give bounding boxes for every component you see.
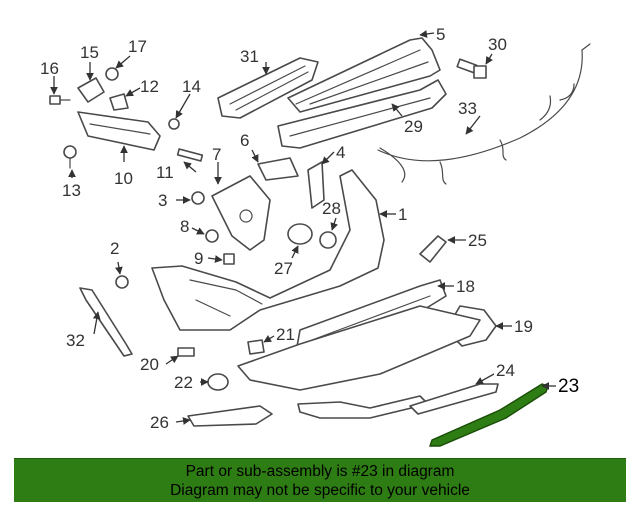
lower-diffuser-shape (237, 305, 481, 391)
callout-19[interactable]: 19 (514, 317, 533, 336)
part-1-shape[interactable] (151, 169, 385, 331)
callout-26[interactable]: 26 (150, 413, 169, 432)
part-30-shape[interactable] (456, 58, 487, 79)
callout-5[interactable]: 5 (436, 25, 445, 44)
part-22-shape[interactable] (207, 373, 229, 391)
part-27-shape[interactable] (287, 223, 313, 245)
callout-31[interactable]: 31 (240, 47, 259, 66)
part-17-shape[interactable] (105, 67, 119, 81)
part-9-shape[interactable] (223, 253, 235, 265)
callout-23-highlighted[interactable]: 23 (558, 376, 579, 397)
part-26-shape[interactable] (187, 405, 273, 427)
callout-6[interactable]: 6 (240, 131, 249, 150)
callout-12[interactable]: 12 (140, 77, 159, 96)
banner-line-part-reference: Part or sub-assembly is #23 in diagram (185, 463, 455, 480)
callout-24[interactable]: 24 (496, 361, 515, 380)
callout-3[interactable]: 3 (158, 191, 167, 210)
callout-15[interactable]: 15 (80, 43, 99, 62)
part-2-shape[interactable] (115, 275, 129, 289)
callout-30[interactable]: 30 (488, 35, 507, 54)
part-7-shape[interactable] (211, 175, 271, 251)
callout-16[interactable]: 16 (40, 59, 59, 78)
callout-22[interactable]: 22 (174, 373, 193, 392)
part-23-highlighted-shape[interactable] (429, 383, 549, 447)
callout-2[interactable]: 2 (110, 239, 119, 258)
callout-33[interactable]: 33 (458, 99, 477, 118)
callout-20[interactable]: 20 (140, 355, 159, 374)
callout-14[interactable]: 14 (182, 77, 201, 96)
callout-8[interactable]: 8 (180, 217, 189, 236)
lower-trim-shape (297, 395, 429, 419)
part-11-shape[interactable] (176, 148, 204, 162)
part-33-shape[interactable] (377, 43, 591, 185)
part-8-shape[interactable] (205, 229, 219, 243)
part-15-shape[interactable] (77, 77, 105, 103)
part-20-shape[interactable] (177, 347, 195, 357)
banner-line-disclaimer: Diagram may not be specific to your vehi… (170, 482, 470, 499)
part-25-shape[interactable] (419, 235, 447, 263)
callout-13[interactable]: 13 (62, 181, 81, 200)
part-16-shape[interactable] (49, 95, 71, 105)
callout-9[interactable]: 9 (194, 249, 203, 268)
callout-7[interactable]: 7 (212, 145, 221, 164)
part-12-shape[interactable] (109, 93, 129, 111)
callout-28[interactable]: 28 (322, 199, 341, 218)
callout-10[interactable]: 10 (114, 169, 133, 188)
part-10-shape[interactable] (77, 111, 161, 151)
part-28-shape[interactable] (319, 231, 337, 249)
callout-25[interactable]: 25 (468, 231, 487, 250)
part-32-shape[interactable] (79, 287, 133, 357)
part-29-shape[interactable] (277, 79, 447, 149)
leader-lines (50, 30, 556, 425)
callout-1[interactable]: 1 (398, 205, 407, 224)
callout-29[interactable]: 29 (404, 117, 423, 136)
part-5-shape[interactable] (287, 37, 441, 113)
callout-labels: 31 5 30 15 17 16 12 14 33 29 6 4 7 10 13… (40, 25, 579, 432)
exploded-parts-diagram: 31 5 30 15 17 16 12 14 33 29 6 4 7 10 13… (40, 25, 591, 447)
part-31-shape[interactable] (217, 57, 319, 119)
part-13-shape[interactable] (63, 145, 77, 169)
part-14-shape[interactable] (168, 118, 180, 130)
part-24-shape[interactable] (409, 383, 499, 415)
callout-21[interactable]: 21 (276, 325, 295, 344)
callout-11[interactable]: 11 (156, 163, 174, 182)
callout-32[interactable]: 32 (66, 331, 85, 350)
part-4-shape[interactable] (307, 161, 325, 209)
callout-17[interactable]: 17 (128, 37, 147, 56)
callout-27[interactable]: 27 (274, 259, 293, 278)
part-21-shape[interactable] (247, 339, 265, 355)
callout-18[interactable]: 18 (456, 277, 475, 296)
highlight-info-banner: Part or sub-assembly is #23 in diagram D… (14, 458, 626, 502)
callout-4[interactable]: 4 (336, 143, 345, 162)
part-3-shape[interactable] (191, 191, 205, 205)
part-6-shape[interactable] (257, 157, 299, 181)
